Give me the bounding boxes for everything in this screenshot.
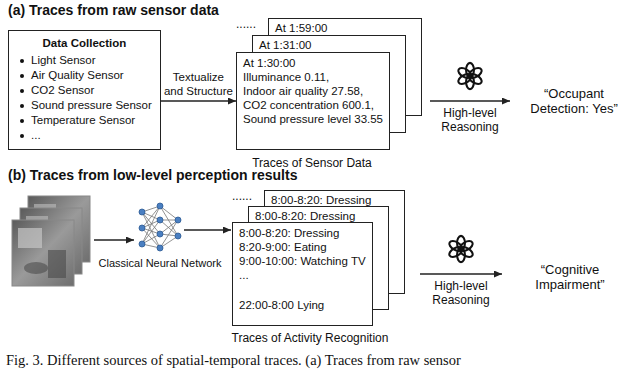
ellipsis: ......: [232, 189, 252, 203]
sensor-list-box: Data CollectionLight SensorAir Quality S…: [8, 30, 161, 150]
camera-image-stack: [12, 196, 90, 286]
trace-line: 8:00-8:20: Dressing: [255, 209, 382, 223]
icon-caption: Classical Neural Network: [92, 256, 228, 270]
trace-line: 9:00-10:00: Watching TV: [239, 254, 366, 268]
trace-line: Illuminance 0.11,: [243, 70, 383, 84]
flow-arrow: [94, 239, 134, 240]
box-heading: Data Collection: [17, 36, 152, 50]
sensor-item: Light Sensor: [17, 53, 152, 68]
trace-line: At 1:59:00: [275, 21, 415, 35]
trace-line: At 1:31:00: [259, 38, 399, 52]
flow-arrow: [161, 100, 236, 101]
ellipsis: ......: [236, 17, 256, 31]
trace-line: 8:20-9:00: Eating: [239, 240, 366, 254]
trace-line: Indoor air quality 27.58,: [243, 84, 383, 98]
sensor-item: Temperature Sensor: [17, 113, 152, 128]
sensor-item: Sound pressure Sensor: [17, 98, 152, 113]
trace-line: 8:00-8:20: Dressing: [239, 226, 366, 240]
neural-network-icon: [139, 203, 181, 251]
figure-caption: Fig. 3. Different sources of spatial-tem…: [6, 351, 461, 369]
output-text: “Occupant Detection: Yes”: [514, 86, 634, 116]
trace-line: 22:00-8:00 Lying: [239, 298, 366, 312]
sensor-item: ...: [17, 128, 152, 143]
flow-arrow: [184, 229, 231, 230]
sensor-item: CO2 Sensor: [17, 83, 152, 98]
camera-image: [12, 220, 74, 286]
sensor-item: Air Quality Sensor: [17, 68, 152, 83]
arrow-label: High-level Reasoning: [420, 279, 502, 307]
trace-page: At 1:30:00Illuminance 0.11,Indoor air qu…: [236, 52, 390, 150]
arrow-label: High-level Reasoning: [430, 106, 510, 134]
stack-caption: Traces of Activity Recognition: [200, 331, 420, 345]
trace-line: Sound pressure level 33.55: [243, 112, 383, 126]
section-heading: (a) Traces from raw sensor data: [8, 2, 219, 18]
llm-logo: [457, 63, 484, 89]
llm-logo: [448, 236, 475, 262]
section-heading: (b) Traces from low-level perception res…: [8, 167, 297, 183]
trace-line: At 1:30:00: [243, 56, 383, 70]
output-text: “Cognitive Impairment”: [508, 262, 632, 292]
flow-arrow: [420, 273, 502, 274]
trace-page: 8:00-8:20: Dressing8:20-9:00: Eating9:00…: [232, 222, 373, 326]
trace-line: 8:00-8:20: Dressing: [271, 193, 398, 207]
trace-line: ...: [239, 268, 366, 282]
edge-label: Textualize and Structure: [163, 70, 234, 98]
flow-arrow: [430, 100, 510, 101]
trace-line: CO2 concentration 600.1,: [243, 98, 383, 112]
